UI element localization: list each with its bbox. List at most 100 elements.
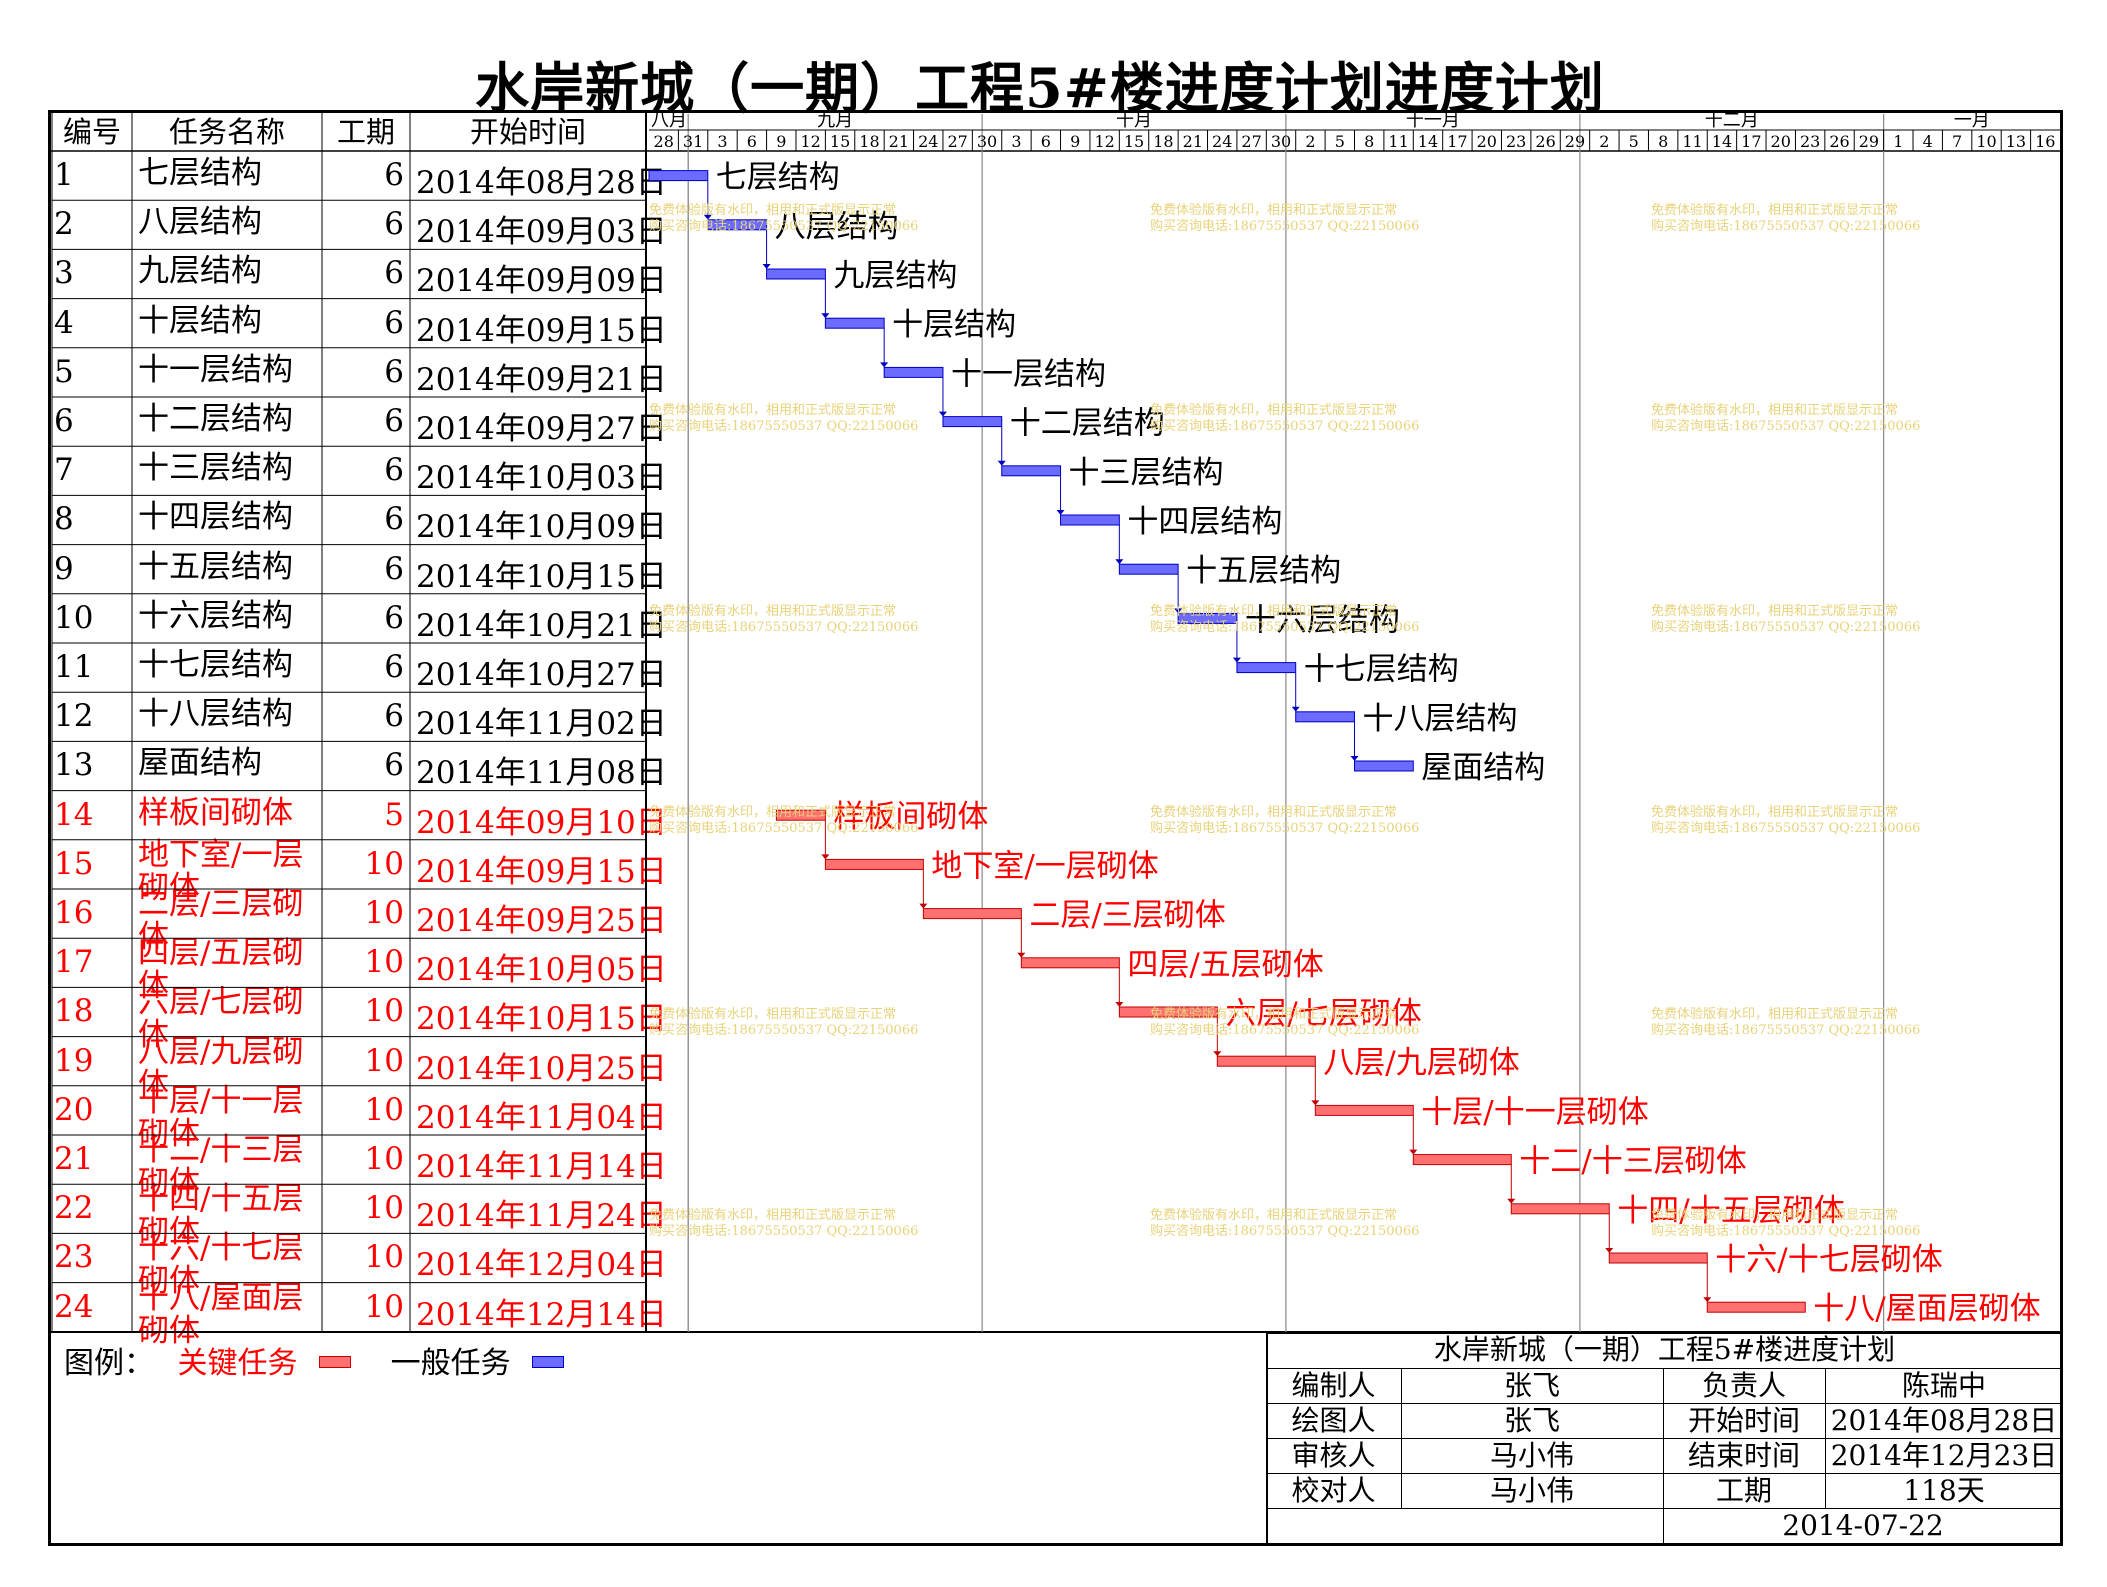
day-tick-label: 20: [1477, 132, 1497, 151]
gantt-bar: [1177, 612, 1238, 624]
gantt-bar: [1295, 711, 1356, 723]
day-tick-label: 10: [1976, 132, 1996, 151]
task-id: 3: [54, 255, 74, 292]
task-start: 2014年09月15日: [416, 312, 667, 349]
day-tick-label: 26: [1535, 132, 1555, 151]
day-tick-label: 18: [859, 132, 879, 151]
info-row-line: [1266, 1438, 2063, 1439]
dependency-arrow: [1291, 706, 1300, 712]
task-id: 20: [54, 1091, 94, 1128]
task-start: 2014年08月28日: [416, 165, 667, 201]
header-duration: 工期: [336, 115, 395, 149]
watermark-line: 购买咨询电话:18675550537 QQ:22150066: [1150, 1224, 1420, 1239]
task-start: 2014年10月15日: [416, 558, 667, 595]
watermark-line: 免费体验版有水印，相用和正式版显示正常: [1651, 1208, 1899, 1223]
legend-label: 图例：: [64, 1346, 154, 1381]
task-name: 十二/十三层砌体: [138, 1132, 304, 1201]
task-id: 23: [54, 1239, 94, 1276]
gantt-bar: [1118, 563, 1179, 575]
day-tick-label: 8: [1364, 132, 1374, 151]
month-label: 十一月: [1406, 110, 1460, 131]
task-name: 十六层结构: [138, 597, 293, 634]
task-duration: 10: [364, 1042, 404, 1079]
day-tick-label: 2: [1599, 132, 1609, 151]
task-id: 11: [54, 649, 94, 685]
gantt-bar: [922, 908, 1022, 920]
day-tick-label: 11: [1682, 132, 1702, 151]
chart-frame: [48, 110, 2063, 1546]
info-cell: 2014年08月28日: [1830, 1404, 2058, 1437]
gantt-bar: [648, 170, 709, 182]
day-tick-label: 7: [1952, 132, 1962, 151]
task-duration: 6: [384, 255, 404, 292]
task-name: 样板间砌体: [138, 794, 293, 831]
watermark: 免费体验版有水印，相用和正式版显示正常购买咨询电话:18675550537 QQ…: [1150, 805, 1419, 837]
task-start: 2014年11月02日: [416, 706, 667, 743]
task-name: 十一层结构: [138, 351, 293, 388]
task-duration: 6: [384, 649, 404, 685]
task-id: 7: [54, 452, 74, 489]
task-name: 十三层结构: [138, 450, 293, 487]
task-duration: 6: [384, 747, 404, 784]
dependency-arrow: [1115, 1002, 1124, 1007]
watermark: 免费体验版有水印，相用和正式版显示正常购买咨询电话:18675550537 QQ…: [649, 403, 918, 435]
task-start: 2014年09月15日: [416, 853, 667, 890]
task-start: 2014年12月04日: [416, 1247, 667, 1284]
day-tick-label: 30: [1271, 132, 1291, 151]
task-name: 六层/七层砌体: [138, 984, 304, 1054]
day-tick-label: 6: [747, 132, 757, 151]
day-tick-label: 6: [1041, 132, 1051, 151]
dependency-arrow: [1409, 1149, 1418, 1155]
watermark-line: 免费体验版有水印，相用和正式版显示正常: [1150, 805, 1398, 820]
task-name: 十七层结构: [138, 647, 293, 683]
task-duration: 6: [384, 403, 404, 439]
gantt-bar: [775, 809, 826, 821]
info-title: 水岸新城（一期）工程5#楼进度计划: [1433, 1333, 1896, 1366]
task-duration: 10: [364, 1190, 404, 1227]
info-col-line: [1825, 1368, 1826, 1508]
gantt-bar-label: 十四/十五层砌体: [1617, 1193, 1844, 1229]
info-col-line: [1663, 1368, 1664, 1508]
task-id: 22: [54, 1190, 94, 1227]
watermark-line: 购买咨询电话:18675550537 QQ:22150066: [649, 821, 919, 836]
watermark-line: 购买咨询电话:18675550537 QQ:22150066: [1651, 620, 1921, 635]
gantt-bar: [1510, 1203, 1610, 1215]
day-tick-label: 1: [1893, 132, 1903, 151]
task-id: 17: [54, 944, 94, 981]
task-name: 八层/九层砌体: [138, 1033, 304, 1103]
gantt-bar: [1354, 760, 1414, 772]
task-duration: 6: [384, 501, 404, 538]
day-tick-label: 11: [1388, 132, 1408, 151]
gantt-bar-label: 十八层结构: [1363, 701, 1518, 737]
info-cell: 工期: [1715, 1474, 1772, 1507]
watermark-line: 购买咨询电话:18675550537 QQ:22150066: [1150, 419, 1420, 434]
task-duration: 10: [364, 1141, 404, 1177]
task-start: 2014年10月09日: [416, 509, 667, 546]
dependency-arrow: [1350, 756, 1359, 761]
info-cell: 审核人: [1291, 1439, 1376, 1472]
day-tick-label: 20: [1771, 132, 1791, 151]
task-duration: 10: [364, 1239, 404, 1276]
watermark: 免费体验版有水印，相用和正式版显示正常购买咨询电话:18675550537 QQ…: [1150, 203, 1419, 235]
watermark: 免费体验版有水印，相用和正式版显示正常购买咨询电话:18675550537 QQ…: [649, 1007, 918, 1039]
task-id: 15: [54, 845, 94, 882]
watermark: 免费体验版有水印，相用和正式版显示正常购买咨询电话:18675550537 QQ…: [1651, 403, 1920, 435]
task-name: 十六/十七层砌体: [138, 1230, 304, 1300]
gantt-bar: [1236, 662, 1297, 674]
task-duration: 6: [384, 599, 404, 636]
day-tick-label: 17: [1741, 132, 1761, 151]
watermark-line: 免费体验版有水印，相用和正式版显示正常: [649, 1208, 897, 1223]
dependency-arrow: [1213, 1051, 1222, 1057]
watermark-line: 购买咨询电话:18675550537 QQ:22150066: [1150, 620, 1420, 635]
dependency-arrow: [1232, 657, 1241, 663]
task-start: 2014年11月24日: [416, 1198, 667, 1235]
day-tick-label: 12: [1094, 132, 1114, 151]
gantt-bar: [1118, 1006, 1218, 1018]
dependency-arrow: [1017, 952, 1026, 958]
day-tick-label: 9: [776, 132, 786, 151]
day-tick-label: 17: [1447, 132, 1467, 151]
month-label: 九月: [817, 110, 853, 131]
watermark-line: 免费体验版有水印，相用和正式版显示正常: [649, 1007, 897, 1022]
dependency-arrow: [1174, 608, 1183, 614]
